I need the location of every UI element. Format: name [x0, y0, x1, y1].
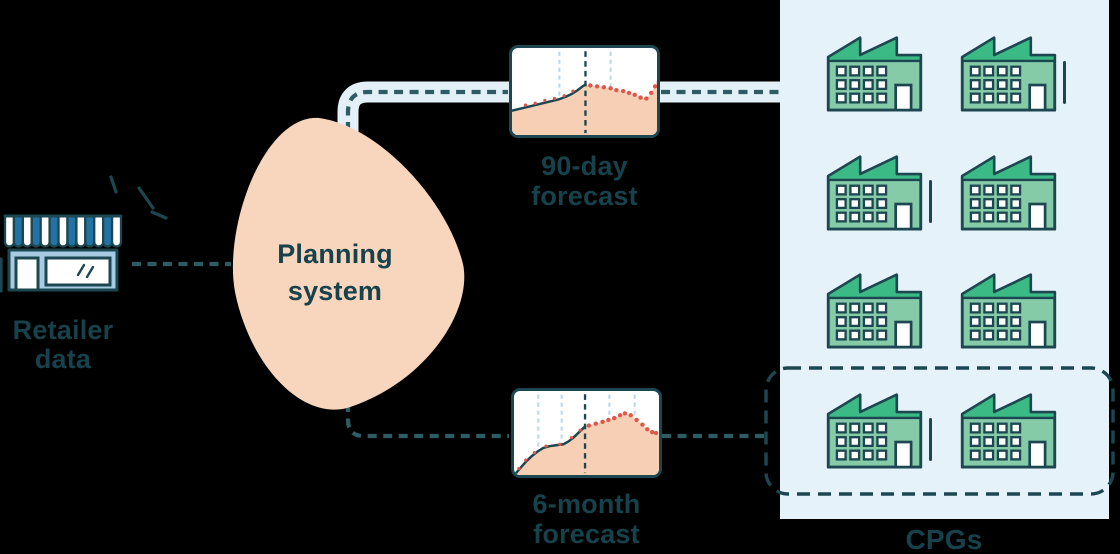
factory-icon [824, 152, 932, 231]
accent-line [929, 180, 932, 223]
factory-icon [824, 270, 925, 349]
store-window [44, 256, 112, 287]
retailer-store-icon [3, 214, 123, 292]
factory-icon [958, 390, 1059, 469]
cpg-panel [780, 0, 1109, 519]
blob-shape [232, 117, 465, 410]
forecast-6month-chart [514, 394, 659, 475]
cpgs-label: CPGs [905, 524, 983, 554]
forecast-90day-label: 90-day forecast [531, 151, 638, 211]
retailer-data-label: Retailer data [12, 315, 114, 374]
burst-line-icon [109, 175, 118, 194]
forecast-90day-chart-box [509, 45, 660, 138]
forecast-90day-chart [512, 51, 657, 135]
factory-icon [958, 33, 1066, 112]
factory-icon [824, 390, 932, 469]
store-door [14, 256, 40, 292]
burst-line-icon [137, 186, 155, 210]
store-awning [3, 214, 123, 248]
factory-icon [824, 33, 925, 112]
store-window-shine [76, 263, 95, 279]
forecast-6month-chart-box [511, 388, 662, 478]
planning-system-blob [232, 117, 465, 410]
planning-system-label: Planning system [277, 239, 393, 306]
factory-icon [958, 152, 1059, 231]
factory-icon [958, 270, 1059, 349]
forecast-6month-label: 6-month forecast [532, 489, 641, 549]
accent-line [929, 418, 932, 461]
burst-line-icon [150, 210, 168, 220]
accent-line [1063, 61, 1066, 104]
